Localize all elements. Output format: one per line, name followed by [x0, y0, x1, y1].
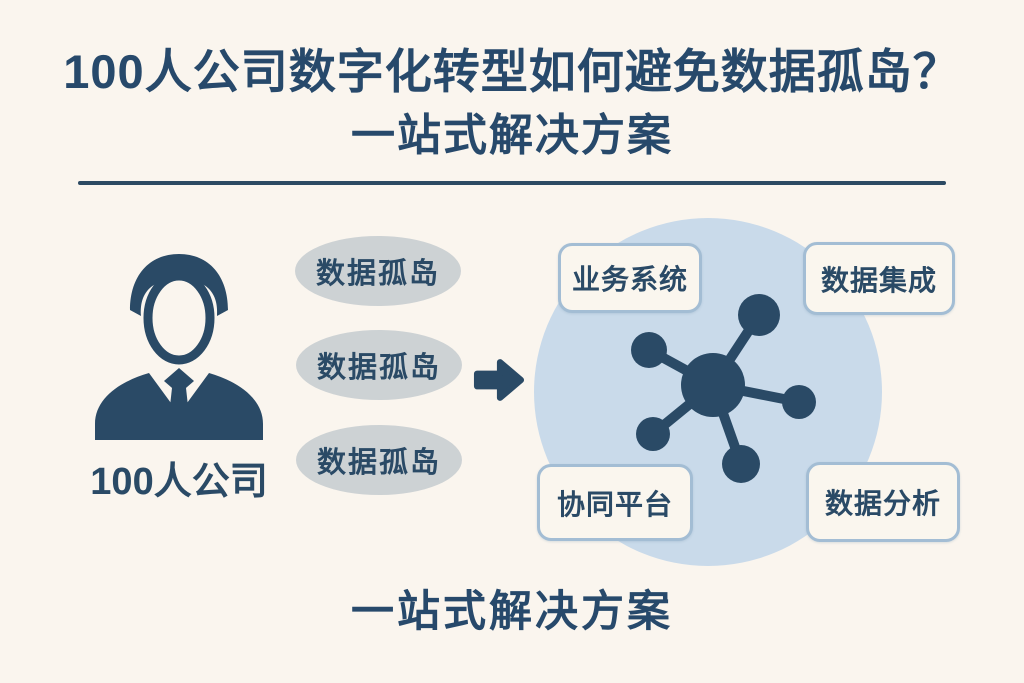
face-shape: [143, 271, 215, 365]
hub-node-right: [782, 385, 816, 419]
hub-node-upper-left: [631, 332, 667, 368]
solution-node-label: 业务系统: [571, 264, 688, 295]
hub-center-node: [681, 353, 745, 417]
footer-caption: 一站式解决方案: [351, 588, 673, 636]
divider: [78, 181, 946, 185]
hub-node-bottom: [722, 445, 760, 483]
hub-node-top: [738, 294, 780, 336]
solution-node-label: 协同平台: [556, 488, 673, 520]
arrow-right-icon: [473, 359, 525, 401]
data-silo-label: 数据孤岛: [316, 447, 441, 479]
data-silo-bubble: 数据孤岛: [296, 425, 462, 495]
hub-node-lower-left: [636, 417, 670, 451]
solution-node-data-integration: 数据集成: [803, 242, 955, 315]
hair-shape: [130, 254, 228, 316]
solution-node-label: 数据集成: [820, 264, 937, 296]
data-silo-label: 数据孤岛: [316, 352, 441, 384]
solution-node-collaboration-platform: 协同平台: [537, 464, 693, 541]
page-subtitle: 一站式解决方案: [351, 111, 673, 160]
page-title: 100人公司数字化转型如何避免数据孤岛？: [63, 45, 961, 98]
hub-nodes: [631, 294, 816, 483]
data-silo-label: 数据孤岛: [315, 258, 440, 290]
solution-node-label: 数据分析: [824, 488, 941, 519]
businessman-icon: [95, 254, 263, 440]
tie-tail: [169, 388, 189, 425]
suit-shape: [95, 373, 263, 440]
solution-node-data-analytics: 数据分析: [806, 462, 960, 542]
data-silo-bubble: 数据孤岛: [296, 330, 462, 400]
tie-knot: [164, 368, 194, 394]
company-label: 100人公司: [90, 461, 268, 503]
data-silo-bubble: 数据孤岛: [295, 236, 461, 306]
solution-node-business-systems: 业务系统: [558, 243, 702, 313]
